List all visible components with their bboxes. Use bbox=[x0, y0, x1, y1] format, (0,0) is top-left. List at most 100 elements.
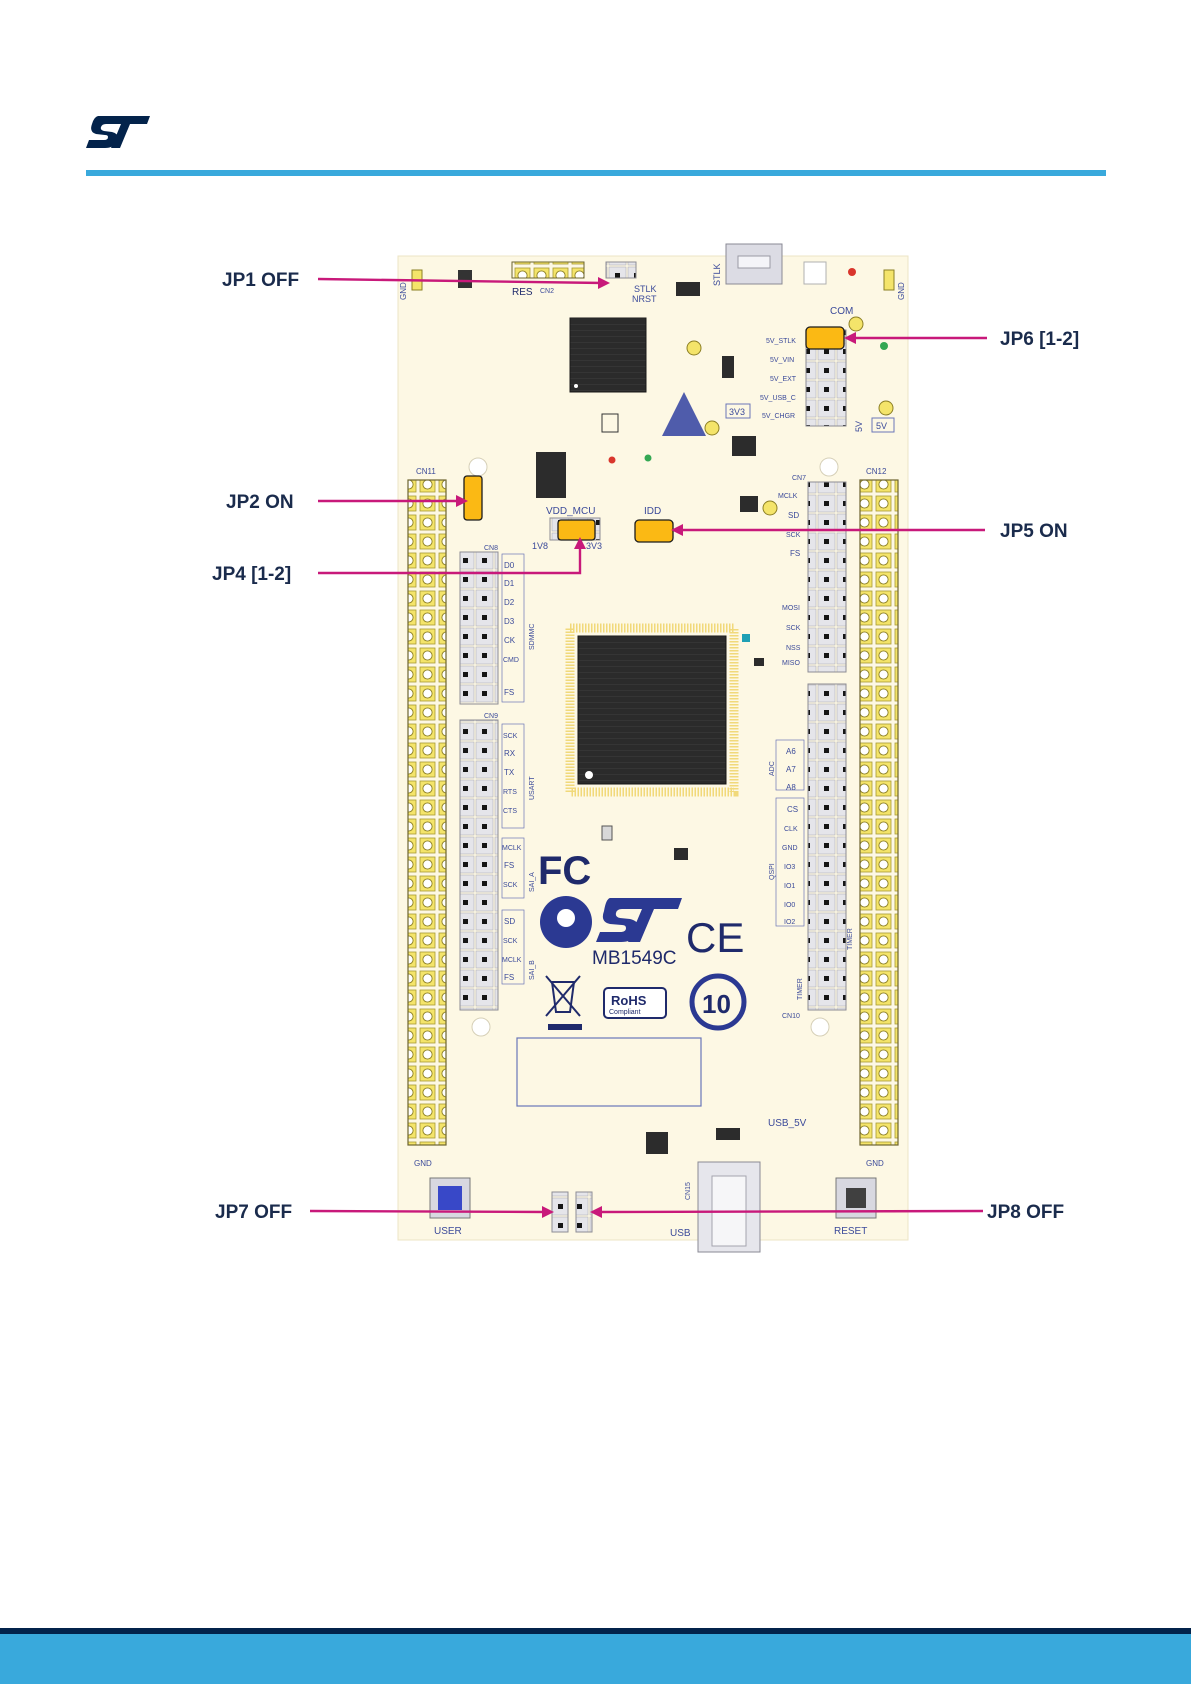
cn10-header bbox=[807, 683, 847, 1011]
cn7-header bbox=[807, 481, 847, 673]
vdd-mcu-label: VDD_MCU bbox=[546, 506, 595, 517]
svg-text:SAI_A: SAI_A bbox=[529, 872, 536, 892]
svg-text:Compliant: Compliant bbox=[609, 1009, 641, 1016]
svg-text:FS: FS bbox=[504, 973, 514, 982]
inductor-l1 bbox=[740, 496, 758, 512]
cn7-label: CN7 bbox=[792, 475, 806, 482]
cn9-signal-labels: SCK RX TX RTS CTS USART MCLK FS SCK SAI_… bbox=[501, 723, 536, 985]
cn9-header bbox=[459, 719, 499, 1011]
callout-jp2: JP2 ON bbox=[226, 492, 294, 513]
ldo-u11 bbox=[536, 452, 566, 498]
svg-text:CLK: CLK bbox=[784, 826, 798, 833]
cn10-label: CN10 bbox=[782, 1013, 800, 1020]
cn2-header bbox=[511, 261, 585, 279]
svg-text:D0: D0 bbox=[504, 561, 515, 570]
svg-text:QSPI: QSPI bbox=[769, 863, 776, 880]
svg-text:3V3: 3V3 bbox=[729, 407, 745, 417]
gnd-label-bottom-right: GND bbox=[866, 1159, 884, 1168]
footer-dark-band bbox=[0, 1628, 1191, 1634]
callout-jp1: JP1 OFF bbox=[222, 270, 299, 291]
jp7-jumper bbox=[551, 1191, 569, 1233]
ic-u14 bbox=[716, 1128, 740, 1140]
svg-text:FS: FS bbox=[504, 861, 514, 870]
svg-text:SD: SD bbox=[788, 511, 799, 520]
cn1-micro-usb bbox=[725, 243, 783, 285]
svg-text:NSS: NSS bbox=[786, 645, 801, 652]
svg-text:IO2: IO2 bbox=[784, 919, 795, 926]
cn8-header bbox=[459, 551, 499, 705]
cn9-label: CN9 bbox=[484, 713, 498, 720]
res-label: RES bbox=[512, 287, 533, 298]
callout-jp8: JP8 OFF bbox=[987, 1202, 1064, 1223]
svg-text:CMD: CMD bbox=[503, 657, 519, 664]
svg-text:MISO: MISO bbox=[782, 660, 800, 667]
ic-u8 bbox=[722, 356, 734, 378]
fcc-mark-icon: FC bbox=[538, 849, 591, 893]
svg-text:A6: A6 bbox=[786, 747, 796, 756]
svg-text:RoHS: RoHS bbox=[611, 993, 647, 1008]
board-model-label: MB1549C bbox=[592, 948, 677, 969]
weee-bin-icon bbox=[545, 975, 582, 1030]
callout-arrowheads bbox=[456, 277, 856, 1218]
cn11-label: CN11 bbox=[416, 467, 436, 476]
cn8-signal-labels: D0 D1 D2 D3 CK CMD FS SDMMC bbox=[501, 553, 536, 703]
user-label: USER bbox=[434, 1226, 462, 1237]
svg-text:TX: TX bbox=[504, 768, 515, 777]
ce-mark-icon: CE bbox=[686, 914, 744, 961]
svg-text:RX: RX bbox=[504, 749, 516, 758]
gnd-label-bottom-left: GND bbox=[414, 1159, 432, 1168]
cn7-signal-labels: MCLK SD SCK FS MOSI SCK NSS MISO bbox=[778, 493, 801, 667]
svg-text:FS: FS bbox=[504, 688, 514, 697]
footer-light-band bbox=[0, 1634, 1191, 1684]
cn15-label: CN15 bbox=[685, 1182, 692, 1200]
callout-jp7: JP7 OFF bbox=[215, 1202, 292, 1223]
header-rule bbox=[86, 170, 1106, 176]
svg-text:GND: GND bbox=[782, 845, 798, 852]
svg-text:CTS: CTS bbox=[503, 808, 517, 815]
svg-text:MCLK: MCLK bbox=[778, 493, 798, 500]
jp4-jumper-cap bbox=[557, 519, 596, 541]
callout-jp6: JP6 [1-2] bbox=[1000, 329, 1079, 350]
svg-text:RTS: RTS bbox=[503, 789, 517, 796]
5v-label: 5V bbox=[876, 421, 887, 431]
jp5-jumper-cap bbox=[634, 519, 674, 543]
3v3-box bbox=[725, 403, 751, 419]
china-rohs-10-icon: 10 bbox=[689, 973, 747, 1031]
1v8-label: 1V8 bbox=[532, 541, 548, 551]
svg-text:ADC: ADC bbox=[769, 761, 776, 776]
jp6-jumper-cap bbox=[805, 326, 845, 350]
svg-text:IO1: IO1 bbox=[784, 883, 795, 890]
st-board-logo-icon bbox=[596, 898, 682, 942]
svg-text:TIMER: TIMER bbox=[797, 978, 804, 1000]
svg-text:5V_VIN: 5V_VIN bbox=[770, 357, 794, 364]
svg-text:SCK: SCK bbox=[503, 938, 518, 945]
callout-arrows bbox=[309, 277, 987, 1214]
svg-text:5V_CHGR: 5V_CHGR bbox=[762, 413, 795, 420]
svg-text:MCLK: MCLK bbox=[502, 845, 522, 852]
svg-text:A7: A7 bbox=[786, 765, 796, 774]
cn1-stlk-label: STLK bbox=[712, 263, 722, 286]
svg-text:FC: FC bbox=[538, 849, 591, 893]
st-linkup-badge-icon bbox=[540, 896, 592, 948]
5v-vertical-label: 5V bbox=[854, 421, 864, 432]
stlink-jumper-jp1 bbox=[605, 261, 637, 279]
svg-text:IO3: IO3 bbox=[784, 864, 795, 871]
svg-text:SD: SD bbox=[504, 917, 515, 926]
reset-label: RESET bbox=[834, 1226, 867, 1237]
svg-text:MCLK: MCLK bbox=[502, 957, 522, 964]
svg-text:SCK: SCK bbox=[503, 882, 518, 889]
svg-text:SCK: SCK bbox=[786, 532, 801, 539]
svg-text:D3: D3 bbox=[504, 617, 515, 626]
cn2-label: CN2 bbox=[540, 288, 554, 295]
ic-u5 bbox=[458, 270, 472, 288]
crystal-x1 bbox=[601, 413, 619, 433]
svg-text:A8: A8 bbox=[786, 783, 796, 792]
usb-5v-label: USB_5V bbox=[768, 1118, 807, 1129]
svg-text:MOSI: MOSI bbox=[782, 605, 800, 612]
st-logo-icon bbox=[86, 116, 150, 148]
ic-u2 bbox=[676, 282, 700, 296]
callout-jp4: JP4 [1-2] bbox=[212, 564, 291, 585]
3v3-jp4-label: 3V3 bbox=[586, 541, 602, 551]
svg-text:FS: FS bbox=[790, 549, 800, 558]
